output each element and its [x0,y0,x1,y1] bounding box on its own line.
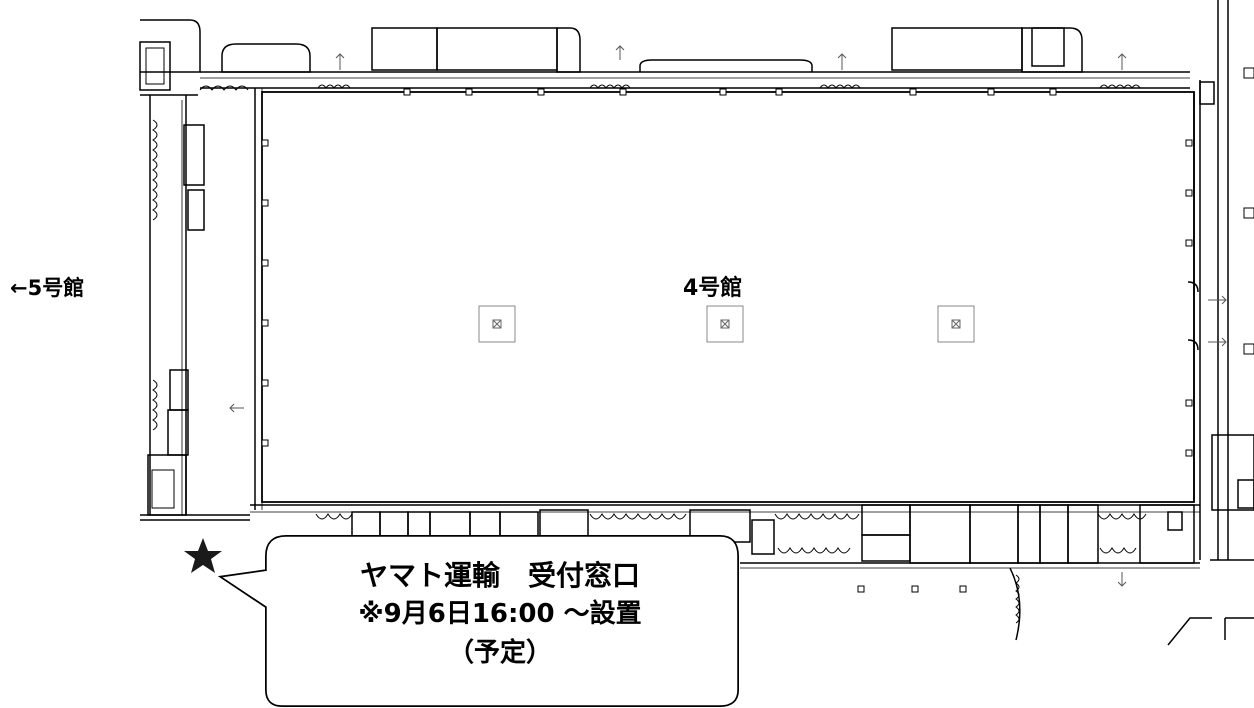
callout-note: （予定） [447,638,552,668]
callout-title: ヤマト運輸 受付窓口 [359,559,640,592]
star-icon [184,538,222,573]
hall-4-label: 4号館 [683,276,743,301]
callout-date: ※9月6日16:00 ～設置 [358,599,642,629]
reception-callout: ヤマト運輸 受付窓口 ※9月6日16:00 ～設置 （予定） [290,556,710,673]
hall-5-label: ←5号館 [10,276,85,300]
